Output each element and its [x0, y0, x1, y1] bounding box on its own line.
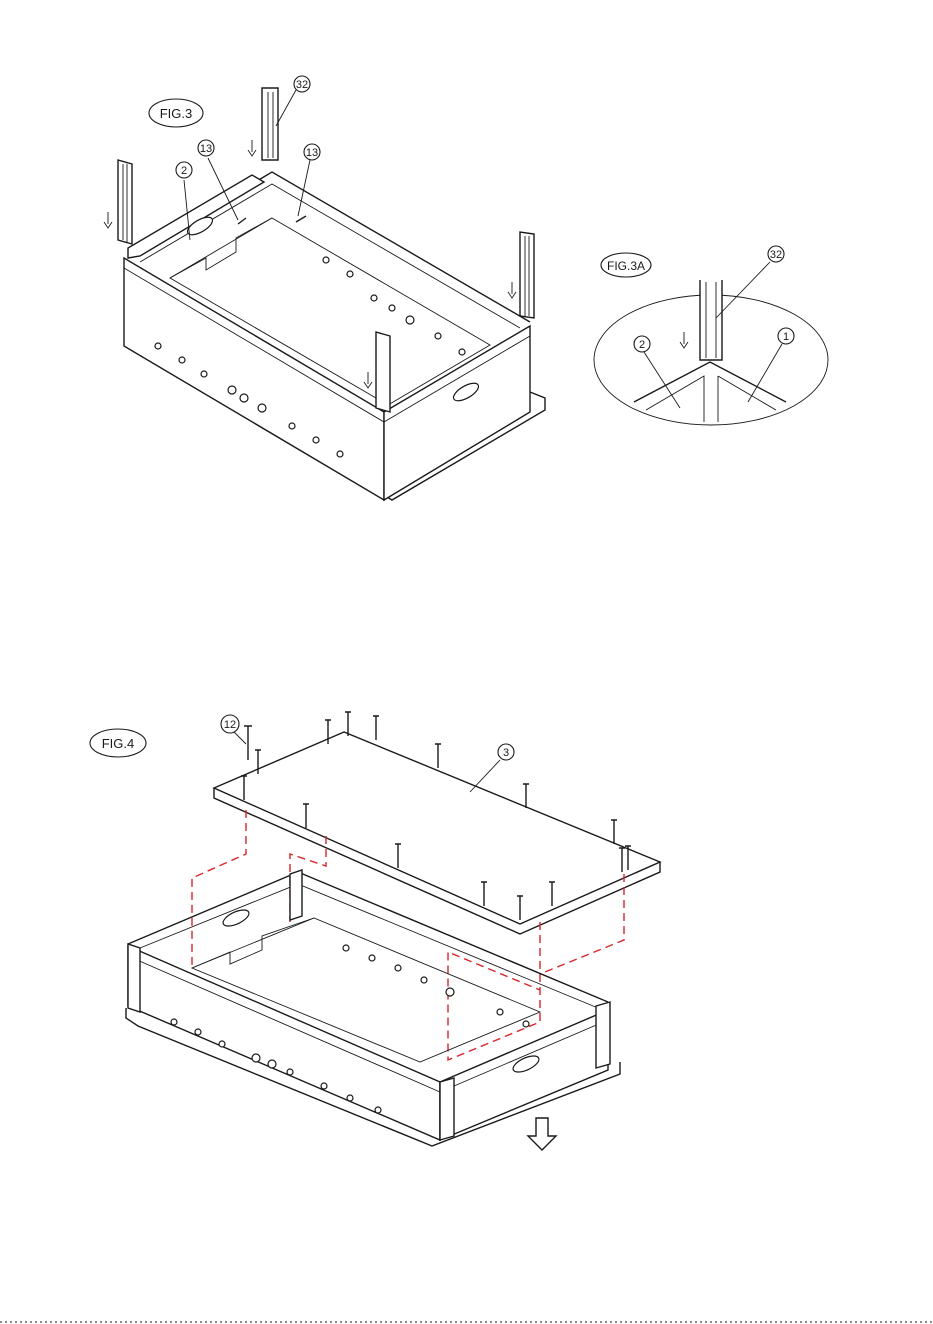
fig3a-callout-32: 32 — [770, 249, 782, 261]
fig4-down-arrow-icon — [528, 1118, 556, 1150]
fig4-corner-post-left — [128, 944, 140, 1012]
fig3-callout-13a: 13 — [200, 143, 212, 155]
fig4-callout-12: 12 — [224, 719, 236, 731]
fig3-title: FIG.3 — [160, 106, 193, 121]
fig3-corner-post-top — [262, 88, 278, 160]
fig4-front-panel — [128, 946, 440, 1140]
fig3-callout-2: 2 — [181, 165, 187, 177]
fig4-end-panel — [440, 1010, 608, 1140]
fig3a-down-arrow-icon — [680, 332, 688, 348]
fig3a-leader-32 — [716, 262, 770, 318]
fig3a-panel-edges — [634, 362, 786, 402]
fig3-callout-13b: 13 — [306, 147, 318, 159]
fig4-leader-3 — [470, 760, 500, 792]
fig4-corner-post-front — [440, 1078, 454, 1140]
fig3a-callout-1: 1 — [783, 331, 789, 343]
fig3a-corner-post — [700, 280, 722, 360]
fig4-title: FIG.4 — [102, 736, 135, 751]
fig3a-leader-1 — [748, 344, 782, 402]
fig3-group: FIG.3 — [104, 76, 545, 500]
fig3-leader-32 — [276, 90, 296, 126]
fig3-front-panel — [124, 258, 384, 500]
fig3-left-end-panel — [128, 175, 264, 258]
fig3a-panel-inner — [646, 376, 776, 422]
fig3-callout-32: 32 — [296, 79, 308, 91]
fig3-corner-post-left — [118, 160, 132, 244]
fig4-callout-3: 3 — [503, 747, 509, 759]
fig4-group: FIG.4 — [90, 712, 660, 1150]
fig3-corner-post-right — [520, 232, 534, 318]
fig4-corner-post-back — [290, 870, 302, 920]
fig4-leader-12 — [234, 732, 246, 744]
fig4-handle-slot-left — [221, 907, 251, 930]
fig3-screws — [238, 216, 306, 224]
fig3a-callout-2: 2 — [639, 339, 645, 351]
fig4-corner-post-right — [596, 1002, 610, 1068]
fig3-end-panel — [384, 326, 530, 500]
fig3a-title: FIG.3A — [607, 259, 645, 273]
fig3a-group: FIG.3A 32 2 1 — [594, 246, 828, 425]
fig3-corner-post-front — [376, 332, 390, 412]
